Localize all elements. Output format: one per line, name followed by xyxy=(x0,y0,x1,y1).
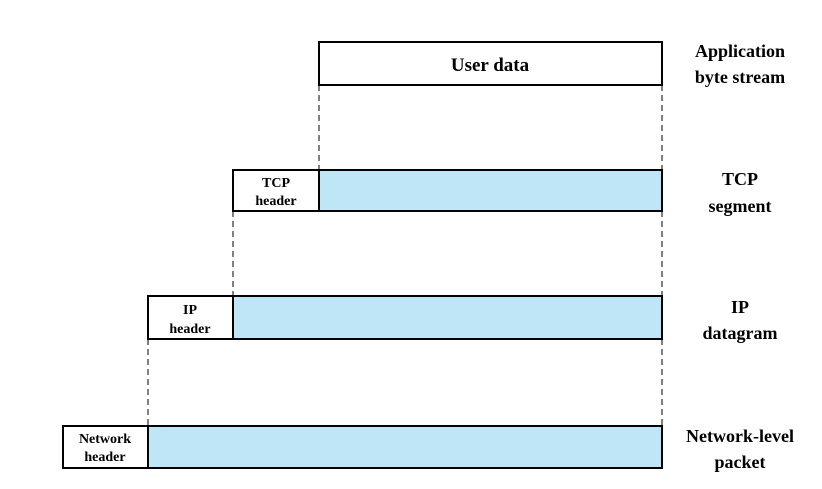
tcp-header-line1: TCP xyxy=(262,176,290,191)
ip-name-line1: IP xyxy=(731,297,749,317)
application-name-line1: Application xyxy=(695,41,785,61)
network-header-line2: header xyxy=(84,450,125,465)
ip-payload-box xyxy=(232,295,663,340)
dashed-guides xyxy=(147,85,663,426)
application-name-line2: byte stream xyxy=(695,67,785,87)
ip-header-line2: header xyxy=(169,322,210,337)
network-name-line2: packet xyxy=(715,452,766,472)
tcp-name-line1: TCP xyxy=(722,169,758,189)
tcp-name-line2: segment xyxy=(709,196,772,216)
ip-header-box xyxy=(147,295,234,340)
network-payload-box xyxy=(147,425,663,469)
ip-layer: IP header IP datagram xyxy=(147,295,778,343)
user-data-box xyxy=(318,41,663,86)
network-header-line1: Network xyxy=(79,432,131,447)
ip-header-line1: IP xyxy=(183,303,197,318)
tcp-header-box xyxy=(232,169,320,212)
tcp-payload-box xyxy=(318,169,663,212)
network-header-box xyxy=(62,425,149,469)
user-data-label: User data xyxy=(451,55,530,76)
tcp-header-line2: header xyxy=(255,194,296,209)
tcp-layer: TCP header TCP segment xyxy=(232,169,772,216)
application-layer: User data Application byte stream xyxy=(318,41,785,87)
ip-name-line2: datagram xyxy=(703,323,778,343)
network-name-line1: Network-level xyxy=(686,426,794,446)
network-layer: Network header Network-level packet xyxy=(62,425,794,472)
